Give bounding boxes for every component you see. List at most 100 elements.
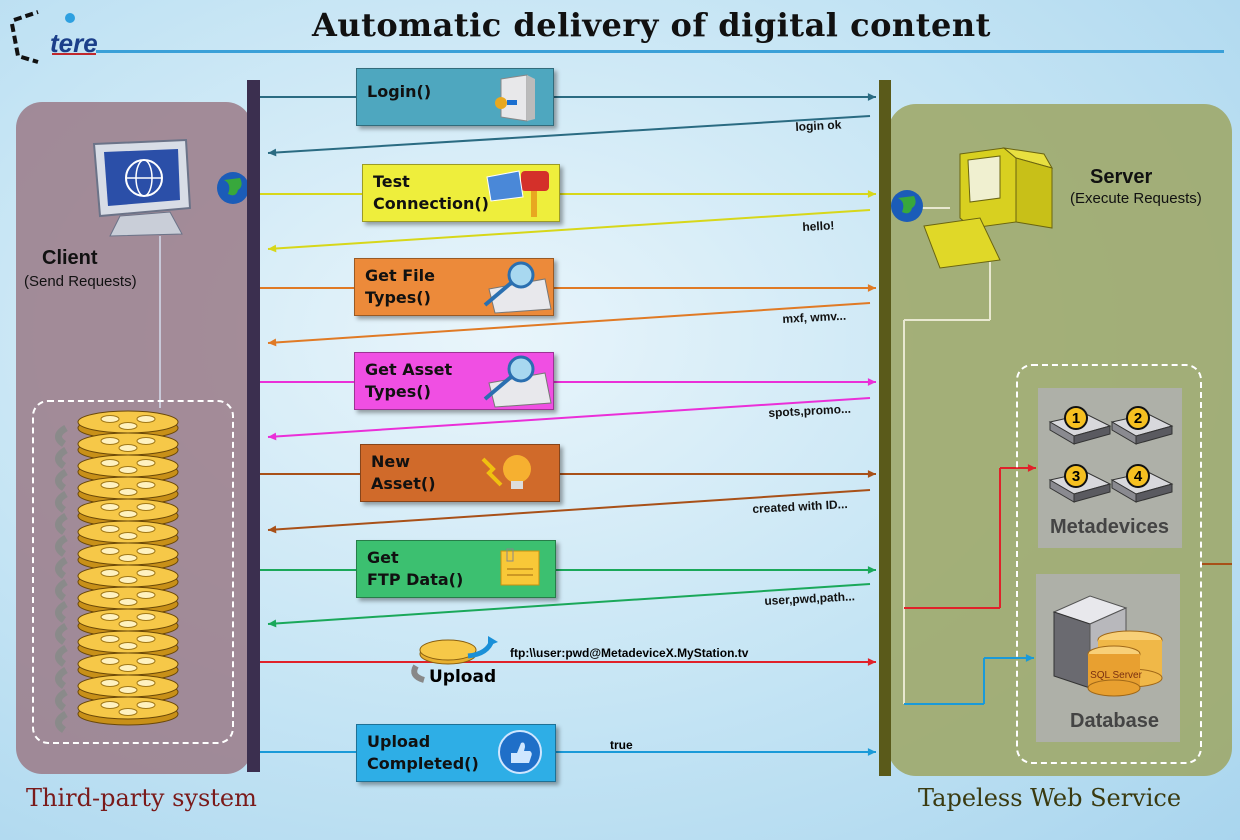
response-arrow-asset-types-head bbox=[268, 432, 277, 441]
response-arrow-test-connection-head bbox=[268, 244, 277, 253]
web-service-label: Tapeless Web Service bbox=[918, 784, 1182, 812]
get-ftp-data-button[interactable]: Get FTP Data() bbox=[356, 540, 556, 598]
request-arrow-file-types-head bbox=[867, 284, 876, 292]
response-upload-completed: true bbox=[610, 738, 633, 752]
metadevice-4-number: 4 bbox=[1134, 468, 1143, 485]
request-arrow-test-connection-head bbox=[867, 190, 876, 198]
upload-completed-label-1: Upload bbox=[367, 732, 431, 751]
lightbulb-icon bbox=[481, 455, 531, 489]
film-reel-4 bbox=[55, 476, 179, 513]
get-asset-types-label-1: Get Asset bbox=[365, 360, 453, 379]
server-sublabel: (Execute Requests) bbox=[1070, 190, 1202, 207]
client-label: Client bbox=[42, 247, 98, 269]
title-rule bbox=[96, 50, 1224, 53]
film-reel-1 bbox=[55, 410, 179, 447]
sticky-note-icon bbox=[500, 548, 540, 586]
metadevice-1-icon: 1 bbox=[1046, 404, 1112, 445]
new-asset-label-1: New bbox=[371, 452, 411, 471]
upload-completed-label-2: Completed() bbox=[367, 754, 479, 773]
film-reel-9 bbox=[55, 586, 179, 623]
film-reel-5 bbox=[55, 498, 179, 535]
database-link-end-head bbox=[1025, 654, 1034, 662]
mailbox-icon bbox=[486, 170, 549, 217]
server-storage-box bbox=[1016, 364, 1202, 764]
film-reel-8 bbox=[55, 564, 179, 601]
response-arrow-login-head bbox=[268, 148, 277, 157]
page-title: Automatic delivery of digital content bbox=[312, 6, 991, 44]
response-arrow-file-types-head bbox=[268, 338, 277, 347]
response-arrow-ftp-data-head bbox=[268, 619, 277, 628]
response-arrow-ftp-data bbox=[267, 583, 871, 625]
metadevice-1-number: 1 bbox=[1072, 410, 1080, 427]
client-bus-bar bbox=[247, 80, 260, 772]
database-server-icon: SQL Server bbox=[1050, 592, 1172, 709]
metadevice-3-icon: 3 bbox=[1046, 462, 1112, 503]
magnifier-icon bbox=[483, 355, 552, 408]
get-asset-types-button[interactable]: Get Asset Types() bbox=[354, 352, 554, 410]
response-arrow-asset-types bbox=[267, 397, 871, 438]
logo-bracket-icon bbox=[10, 10, 96, 64]
metadevice-4-icon: 4 bbox=[1108, 462, 1174, 503]
film-reel-14 bbox=[55, 696, 179, 733]
metadevice-3-number: 3 bbox=[1072, 468, 1080, 485]
server-bus-bar bbox=[879, 80, 891, 776]
client-connector bbox=[159, 236, 161, 408]
request-arrow-new-asset-head bbox=[867, 470, 876, 478]
upload-label: Upload bbox=[429, 667, 497, 687]
metadevices-panel bbox=[1038, 388, 1182, 548]
metadevice-2-icon: 2 bbox=[1108, 404, 1174, 445]
film-reel-12 bbox=[55, 652, 179, 689]
server-label: Server bbox=[1090, 166, 1153, 188]
response-arrow-new-asset-head bbox=[268, 525, 277, 534]
film-reel-6 bbox=[55, 520, 179, 557]
server-computer-icon bbox=[920, 144, 1060, 279]
film-reel-7 bbox=[55, 542, 179, 579]
response-arrow-file-types bbox=[267, 302, 871, 344]
response-arrow-login bbox=[267, 115, 871, 154]
response-test-connection: hello! bbox=[802, 218, 835, 234]
upload-ftp-url: ftp:\\user:pwd@MetadeviceX.MyStation.tv bbox=[510, 646, 749, 660]
request-arrow-login-head bbox=[867, 93, 876, 101]
metadevices-label: Metadevices bbox=[1050, 516, 1169, 538]
client-content-box bbox=[32, 400, 234, 744]
test-connection-button[interactable]: Test Connection() bbox=[362, 164, 560, 222]
request-arrow-upload-completed-head bbox=[867, 748, 876, 756]
upload-completed-button[interactable]: Upload Completed() bbox=[356, 724, 556, 782]
new-asset-label-2: Asset() bbox=[371, 474, 436, 493]
server-globe-icon bbox=[890, 186, 924, 231]
magnifier-icon bbox=[483, 261, 552, 314]
film-reel-stack-icon bbox=[50, 408, 210, 743]
thumbs-up-icon bbox=[498, 730, 542, 774]
response-arrow-new-asset bbox=[267, 489, 871, 531]
login-label: Login() bbox=[367, 82, 432, 101]
response-arrow-test-connection bbox=[267, 209, 871, 250]
get-file-types-label-2: Types() bbox=[365, 288, 431, 307]
key-lock-icon bbox=[495, 74, 535, 122]
request-arrow-ftp-data-head bbox=[867, 566, 876, 574]
logo-text: tere bbox=[50, 28, 98, 58]
sql-server-text: SQL Server bbox=[1090, 670, 1143, 681]
get-file-types-button[interactable]: Get File Types() bbox=[354, 258, 554, 316]
third-party-label: Third-party system bbox=[26, 784, 257, 812]
film-reel-2 bbox=[55, 432, 179, 469]
login-button[interactable]: Login() bbox=[356, 68, 554, 126]
new-asset-button[interactable]: New Asset() bbox=[360, 444, 560, 502]
film-reel-13 bbox=[55, 674, 179, 711]
database-label: Database bbox=[1070, 710, 1159, 732]
test-connection-label-1: Test bbox=[373, 172, 410, 191]
get-asset-types-label-2: Types() bbox=[365, 382, 431, 401]
film-reel-11 bbox=[55, 630, 179, 667]
get-ftp-data-label-1: Get bbox=[367, 548, 399, 567]
get-ftp-data-label-2: FTP Data() bbox=[367, 570, 464, 589]
tere-logo: tere bbox=[8, 10, 100, 66]
client-sublabel: (Send Requests) bbox=[24, 273, 137, 290]
client-monitor-icon bbox=[90, 138, 200, 243]
metadevice-2-number: 2 bbox=[1134, 410, 1142, 427]
metadevice-link-end-head bbox=[1027, 464, 1036, 472]
get-file-types-label-1: Get File bbox=[365, 266, 435, 285]
test-connection-label-2: Connection() bbox=[373, 194, 489, 213]
request-arrow-asset-types-head bbox=[867, 378, 876, 386]
response-login: login ok bbox=[795, 117, 842, 134]
upload-reel-icon bbox=[408, 636, 500, 689]
upload-arrow-head bbox=[867, 658, 876, 666]
